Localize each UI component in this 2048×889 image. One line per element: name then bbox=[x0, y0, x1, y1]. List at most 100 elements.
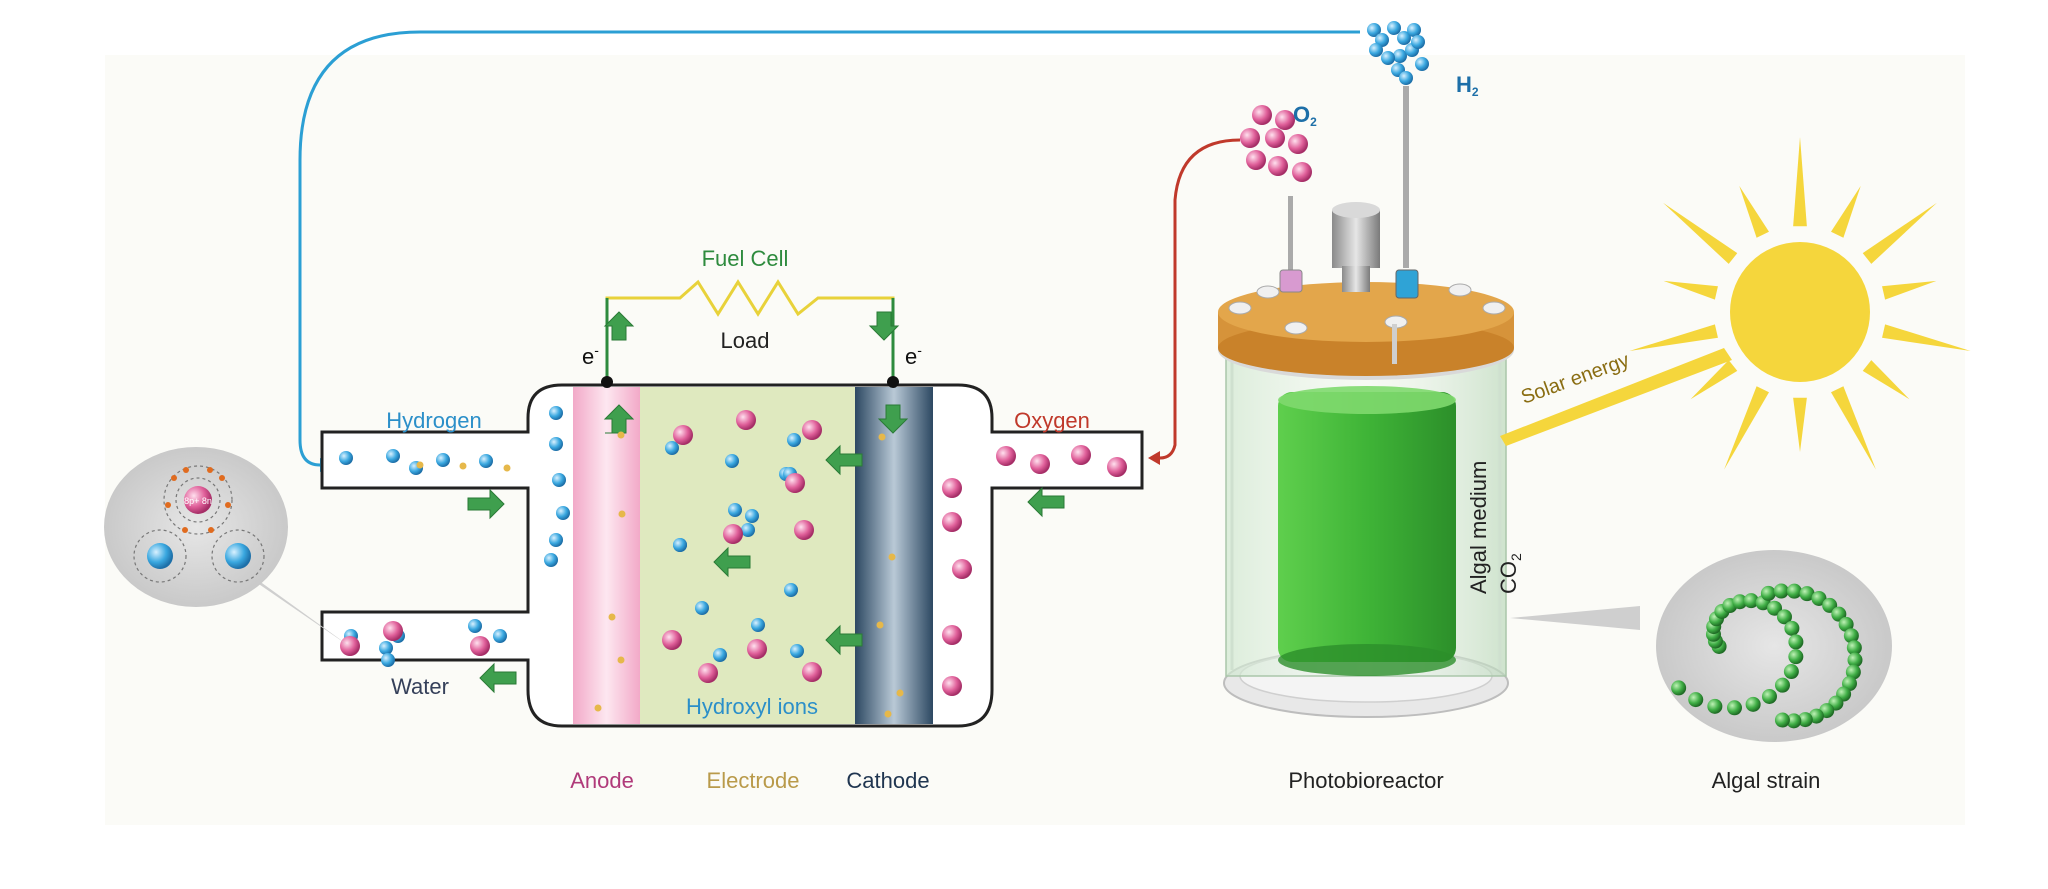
hydrogen-nucleus-1 bbox=[147, 543, 173, 569]
hydrogen-molecule-7 bbox=[552, 473, 566, 487]
atom-center-label: 8p+ 8n bbox=[184, 496, 212, 506]
oxygen-molecule-12 bbox=[1071, 445, 1091, 465]
hydrogen-return-line bbox=[298, 30, 1360, 467]
algae-cell-17 bbox=[1761, 688, 1777, 704]
oxygen-molecule-18 bbox=[942, 676, 962, 696]
sun bbox=[1629, 137, 1971, 470]
hydrogen-molecule-28 bbox=[493, 629, 507, 643]
sun-ray-6 bbox=[1831, 386, 1876, 470]
algae-cell-19 bbox=[1726, 700, 1742, 716]
algae-cell-7 bbox=[1732, 594, 1748, 610]
algae-cell-33 bbox=[1847, 652, 1863, 668]
photobioreactor bbox=[1218, 86, 1514, 718]
o2-bubble-7 bbox=[1275, 110, 1295, 130]
hydrogen-molecule-10 bbox=[544, 553, 558, 567]
algae-cell-41 bbox=[1786, 713, 1802, 729]
hydrogen-label: Hydrogen bbox=[386, 408, 481, 433]
sun-ray-12 bbox=[1663, 202, 1738, 264]
algal-medium-liquid bbox=[1278, 392, 1456, 662]
algae-cell-13 bbox=[1788, 634, 1804, 650]
hydrogen-molecule-18 bbox=[741, 523, 755, 537]
oxygen-molecule-14 bbox=[942, 478, 962, 498]
cathode-terminal bbox=[887, 376, 899, 388]
o2-label: O2 bbox=[1293, 102, 1317, 129]
algae-cell-10 bbox=[1767, 600, 1783, 616]
hydrogen-molecule-20 bbox=[695, 601, 709, 615]
algae-cell-16 bbox=[1774, 677, 1790, 693]
algae-cell-11 bbox=[1776, 609, 1792, 625]
sun-ray-0 bbox=[1793, 137, 1807, 227]
algae-cell-18 bbox=[1745, 696, 1761, 712]
o2-bubble-2 bbox=[1288, 134, 1308, 154]
h2-bubble-5 bbox=[1393, 49, 1407, 63]
o2-bubble-6 bbox=[1252, 105, 1272, 125]
algae-cell-40 bbox=[1797, 712, 1813, 728]
oxygen-return-arrowhead bbox=[1148, 451, 1160, 465]
particles bbox=[339, 21, 1429, 718]
sun-ray-13 bbox=[1739, 185, 1769, 238]
h2-bubble-10 bbox=[1411, 35, 1425, 49]
algae-cell-30 bbox=[1838, 616, 1854, 632]
algae-cell-8 bbox=[1743, 593, 1759, 609]
anode-terminal bbox=[601, 376, 613, 388]
electron-dot-7 bbox=[594, 704, 602, 712]
hydrogen-molecule-8 bbox=[556, 506, 570, 520]
water-label: Water bbox=[391, 674, 449, 699]
hydrogen-molecule-11 bbox=[665, 441, 679, 455]
oxygen-molecule-9 bbox=[802, 662, 822, 682]
zoom-pointer-right bbox=[1510, 606, 1640, 630]
oxygen-nucleus bbox=[184, 486, 212, 514]
o2-bubble-3 bbox=[1246, 150, 1266, 170]
hydroxyl-ions-label: Hydroxyl ions bbox=[686, 694, 818, 719]
electron-dot-4 bbox=[618, 510, 626, 518]
algae-cell-25 bbox=[1786, 583, 1802, 599]
photobioreactor-label: Photobioreactor bbox=[1288, 768, 1443, 793]
hydrogen-molecule-17 bbox=[728, 503, 742, 517]
o2-bubble-1 bbox=[1265, 128, 1285, 148]
oxygen-molecule-6 bbox=[662, 630, 682, 650]
flow-arrows bbox=[467, 444, 1065, 694]
oxygen-molecule-8 bbox=[698, 663, 718, 683]
algal-medium-label: Algal medium bbox=[1466, 461, 1491, 594]
oxygen-molecule-2 bbox=[802, 420, 822, 440]
electron-dot-1 bbox=[459, 462, 467, 470]
hydrogen-molecule-1 bbox=[386, 449, 400, 463]
algae-cell-22 bbox=[1671, 680, 1687, 696]
oxygen-return-line bbox=[1159, 138, 1241, 460]
electron-dot-10 bbox=[876, 621, 884, 629]
oxygen-molecule-10 bbox=[996, 446, 1016, 466]
co2-label: CO2 bbox=[1496, 553, 1524, 594]
electron-right-label: e- bbox=[905, 342, 922, 369]
algae-cell-21 bbox=[1688, 692, 1704, 708]
hydrogen-molecule-12 bbox=[725, 454, 739, 468]
hydrogen-molecule-30 bbox=[673, 538, 687, 552]
algae-cell-42 bbox=[1774, 712, 1790, 728]
sun-ray-2 bbox=[1862, 202, 1937, 264]
oxygen-molecule-20 bbox=[383, 621, 403, 641]
sun-ray-4 bbox=[1882, 324, 1971, 351]
electron-dot-11 bbox=[884, 710, 892, 718]
load-label: Load bbox=[721, 328, 770, 353]
sun-ray-10 bbox=[1629, 324, 1718, 351]
oxygen-molecule-3 bbox=[785, 473, 805, 493]
oxygen-molecule-4 bbox=[723, 524, 743, 544]
anode-label: Anode bbox=[570, 768, 634, 793]
hydrogen-molecule-3 bbox=[479, 454, 493, 468]
algae-cell-34 bbox=[1845, 664, 1861, 680]
hydrogen-nucleus-2 bbox=[225, 543, 251, 569]
hydrogen-molecule-9 bbox=[549, 533, 563, 547]
o2-bubble-5 bbox=[1292, 162, 1312, 182]
electron-left-label: e- bbox=[582, 342, 599, 369]
oxygen-molecule-0 bbox=[673, 425, 693, 445]
solar-beam bbox=[1500, 348, 1732, 446]
hydrogen-molecule-21 bbox=[713, 648, 727, 662]
hydrogen-molecule-25 bbox=[379, 641, 393, 655]
hydrogen-molecule-29 bbox=[381, 653, 395, 667]
h2-label: H2 bbox=[1456, 72, 1479, 99]
oxygen-molecule-15 bbox=[942, 512, 962, 532]
o2-bubble-4 bbox=[1268, 156, 1288, 176]
oxygen-molecule-7 bbox=[747, 639, 767, 659]
algae-cell-26 bbox=[1799, 586, 1815, 602]
